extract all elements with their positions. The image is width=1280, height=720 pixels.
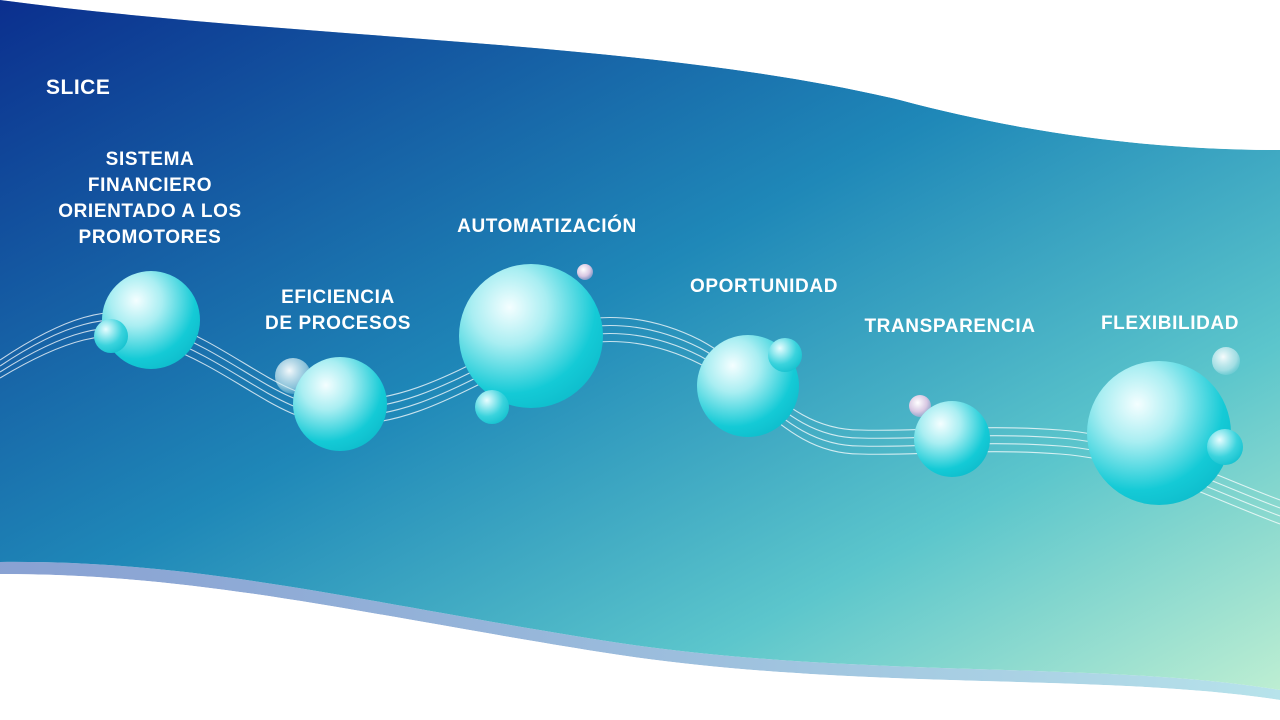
feature-label-6: FLEXIBILIDAD	[1100, 313, 1240, 334]
brand-title: SLICE	[46, 76, 111, 99]
feature-label-2: EFICIENCIA DE PROCESOS	[265, 287, 411, 334]
bubble-6	[1087, 361, 1231, 505]
feature-label-4: OPORTUNIDAD	[689, 276, 839, 297]
bubble-3	[459, 264, 603, 408]
feature-label-3: AUTOMATIZACIÓN	[457, 216, 637, 237]
bubble-2	[293, 357, 387, 451]
bubble-1	[102, 271, 200, 369]
feature-label-5: TRANSPARENCIA	[864, 316, 1036, 337]
feature-label-1: SISTEMA FINANCIERO ORIENTADO A LOS PROMO…	[58, 149, 242, 248]
bubble-group	[94, 264, 1243, 505]
bubble-5	[914, 401, 990, 477]
